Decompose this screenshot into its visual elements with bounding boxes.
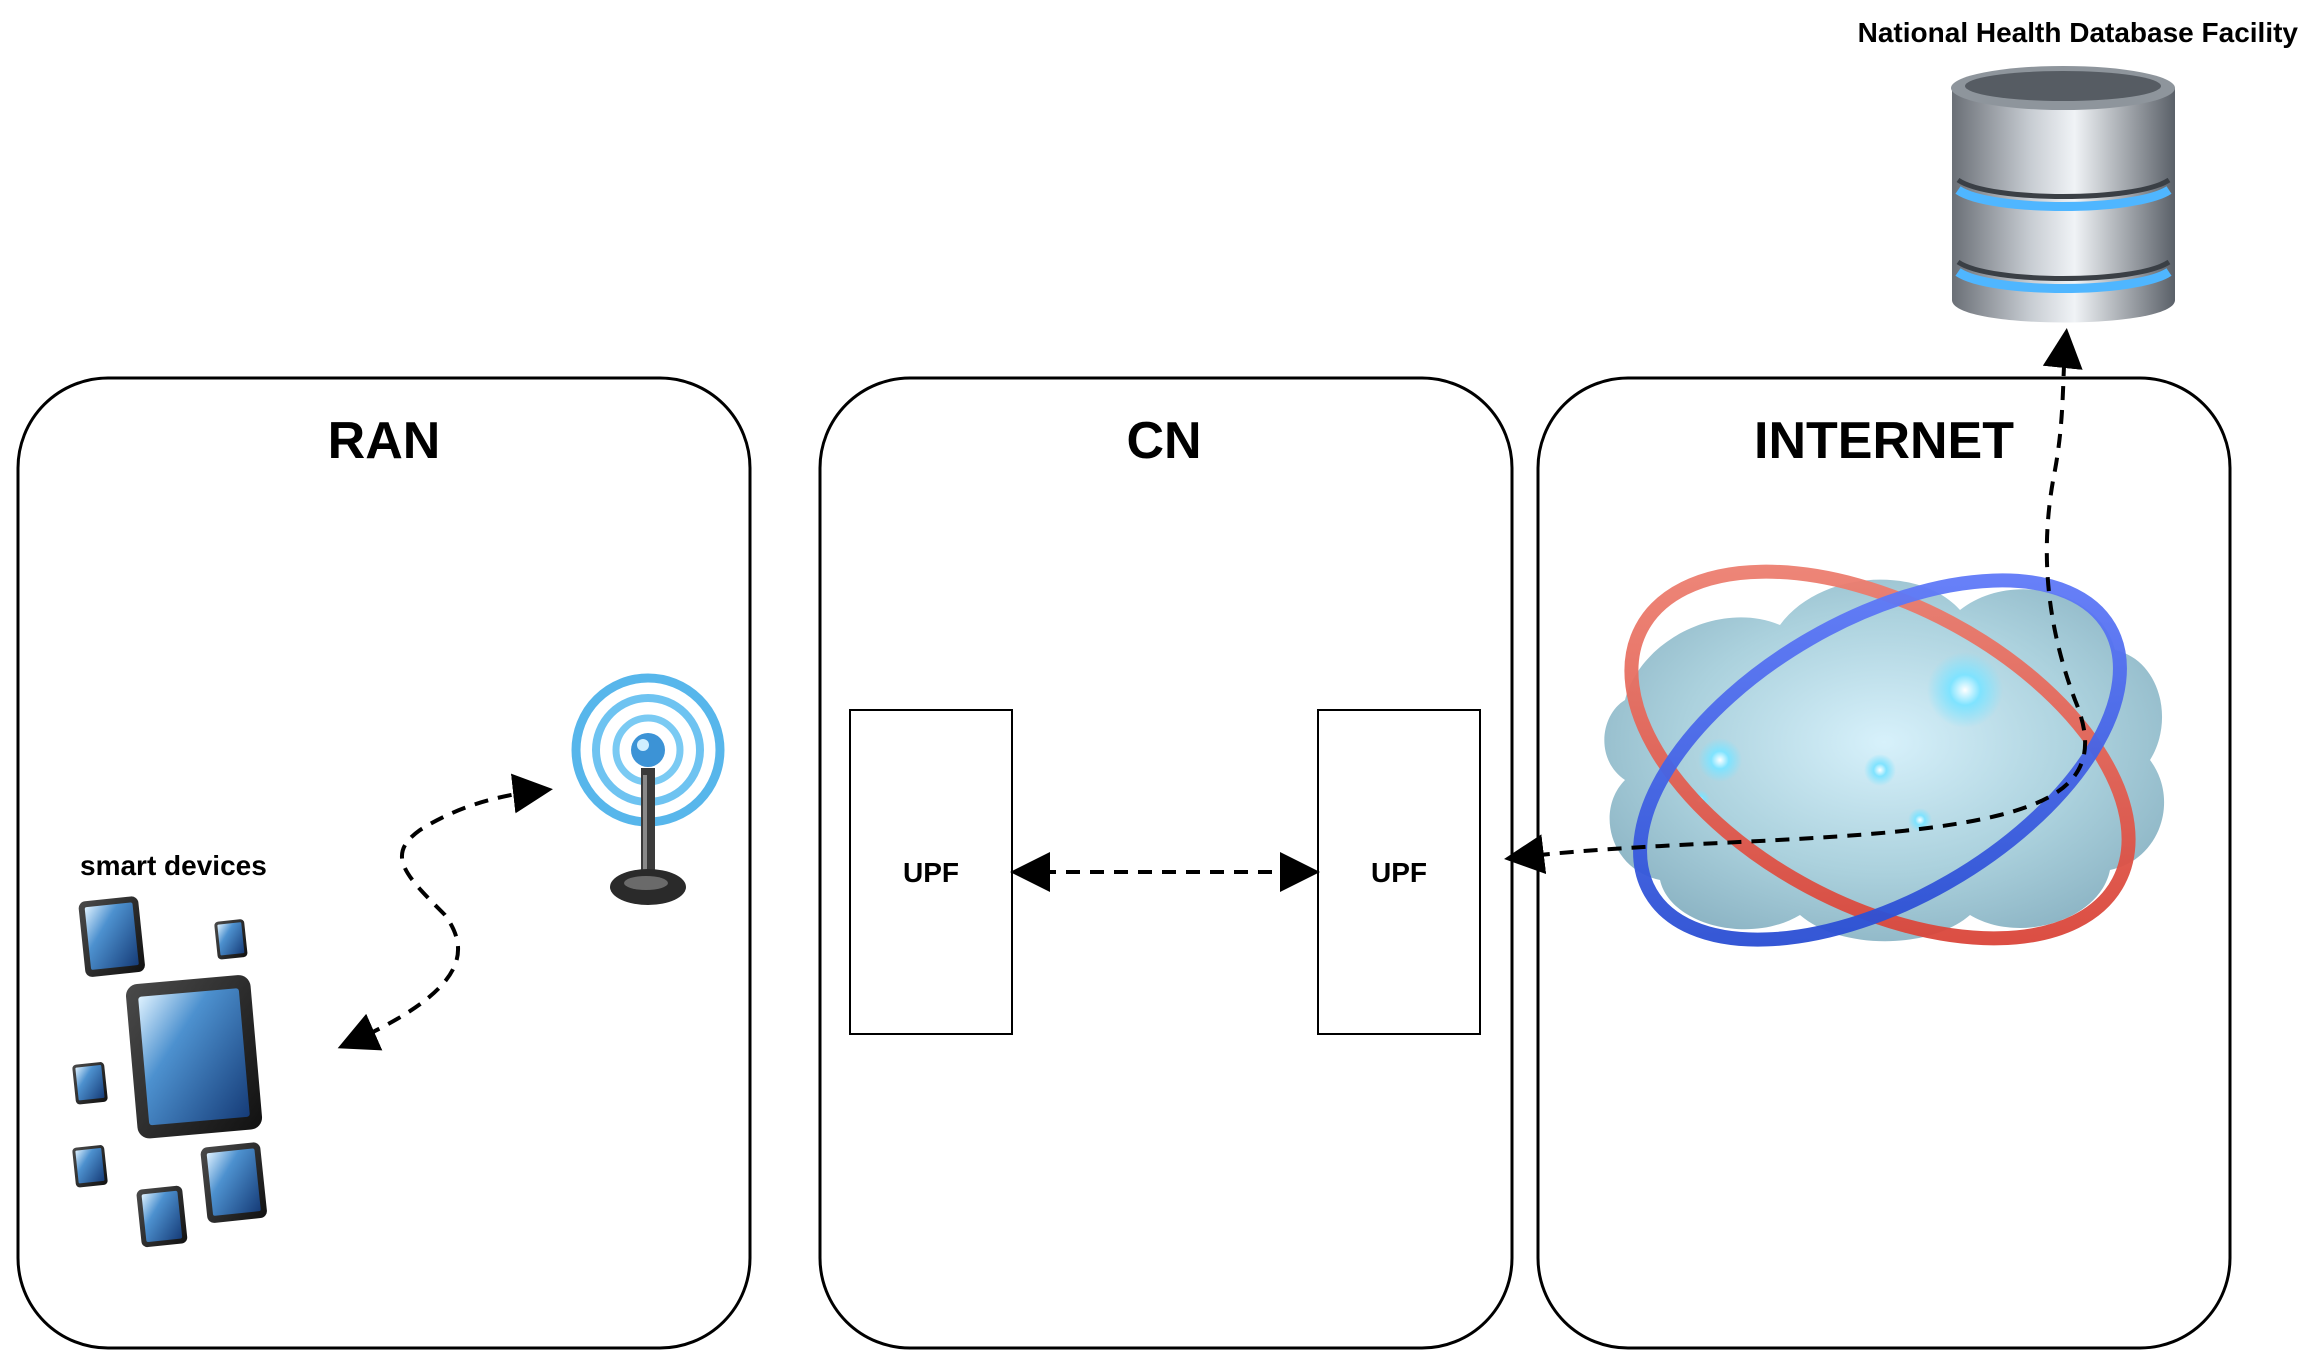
database-label: National Health Database Facility [1858,17,2299,48]
upf-left: UPF [849,709,1013,1035]
ran-title: RAN [328,412,441,470]
internet-upf-link-arrow [1504,328,2088,875]
upf-right: UPF [1317,709,1481,1035]
cn-title: CN [1126,412,1201,470]
antenna-icon [571,673,725,905]
internet-title: INTERNET [1754,412,2014,470]
upf-left-label: UPF [903,857,959,888]
smart-devices-label: smart devices [80,850,267,881]
wireless-link-arrow [337,773,553,1051]
tablet-icon [72,896,267,1248]
database-icon [1951,66,2175,323]
upf-right-label: UPF [1371,857,1427,888]
